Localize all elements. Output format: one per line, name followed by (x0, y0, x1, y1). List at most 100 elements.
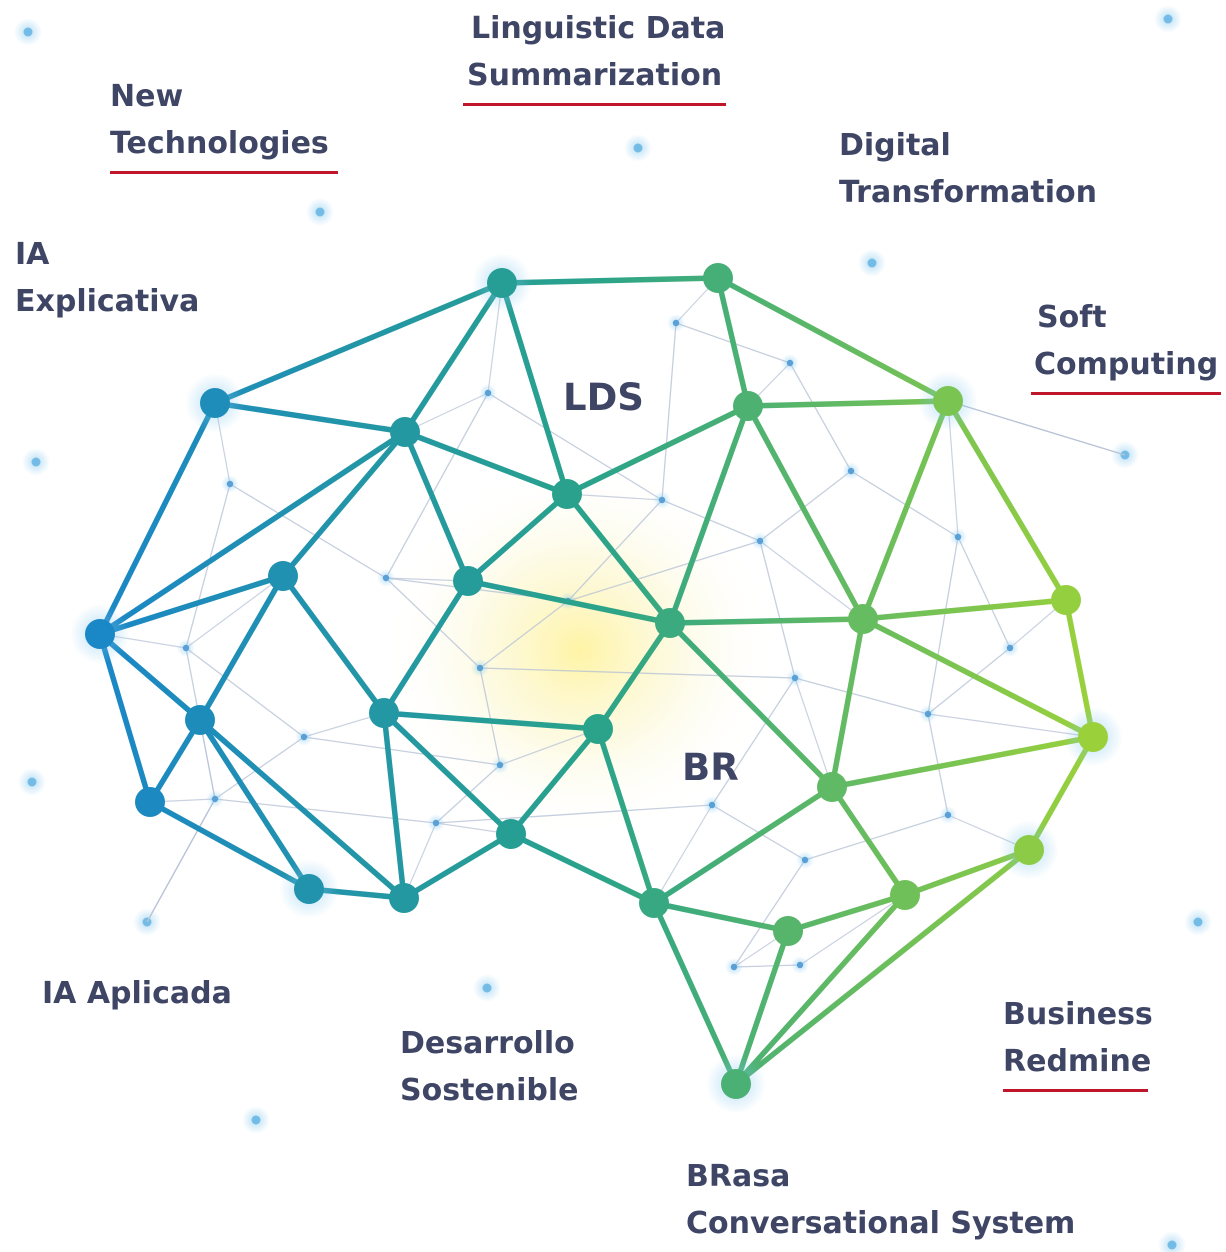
region-lds-label: LDS (563, 376, 644, 419)
faint-node (708, 801, 716, 809)
faint-connection (487, 392, 663, 501)
network-connection (564, 403, 751, 497)
network-node (389, 883, 419, 913)
faint-connection (759, 540, 864, 620)
network-node (496, 819, 526, 849)
faint-nodes (177, 314, 1019, 976)
network-connection (508, 726, 601, 837)
background-dot (1167, 1240, 1177, 1250)
network-connection (97, 400, 218, 637)
network-connection (212, 280, 505, 406)
faint-connection (661, 499, 761, 542)
faint-node (786, 359, 794, 367)
network-node (933, 386, 963, 416)
network-connection (715, 275, 751, 409)
network-connection (465, 491, 570, 584)
network-connection (595, 726, 657, 906)
topic-line: Soft (1037, 300, 1107, 335)
network-connection (945, 398, 1069, 603)
topic-soft-computing: Soft Computing (1031, 294, 1221, 395)
topic-line: New (110, 79, 184, 114)
topic-line: Redmine (1003, 1044, 1152, 1079)
topic-line: BRasa (686, 1159, 791, 1194)
network-node (703, 263, 733, 293)
faint-connection (794, 677, 833, 788)
network-connection (147, 717, 203, 805)
faint-connection (566, 493, 663, 501)
network-connection (280, 573, 387, 716)
background-dot (1193, 917, 1203, 927)
faint-connection (404, 392, 489, 433)
network-node (294, 874, 324, 904)
faint-connection (653, 804, 713, 904)
background-dot (482, 983, 492, 993)
faint-node (211, 795, 219, 803)
faint-connection (185, 483, 231, 649)
network-connection (97, 573, 286, 637)
faint-node (382, 574, 390, 582)
network-connection (860, 597, 1069, 622)
faint-connection (957, 536, 1011, 649)
network-node (890, 880, 920, 910)
network-connection (651, 784, 835, 906)
background-dot (31, 457, 41, 467)
network-connection (829, 734, 1096, 790)
network-node (85, 619, 115, 649)
network-node (200, 388, 230, 418)
faint-connection (303, 736, 501, 766)
faint-connection (185, 575, 284, 649)
network-node (185, 705, 215, 735)
faint-connection (759, 470, 852, 542)
faint-connection (385, 577, 481, 669)
faint-node (944, 811, 952, 819)
network-node (1051, 585, 1081, 615)
network-node (817, 772, 847, 802)
faint-connection (435, 804, 713, 824)
topic-brasa-conversational-system: BRasa Conversational System (686, 1153, 1075, 1247)
faint-node (300, 733, 308, 741)
network-node (639, 888, 669, 918)
network-node (773, 916, 803, 946)
faint-connection (804, 814, 949, 861)
network-node (268, 561, 298, 591)
network-connection (667, 620, 835, 790)
network-connection (667, 616, 866, 626)
topic-line: Technologies (110, 126, 329, 161)
topic-line: Explicativa (15, 284, 200, 319)
network-connection (651, 900, 739, 1087)
topic-line: IA Aplicada (42, 976, 232, 1011)
background-dot (633, 143, 643, 153)
topic-underline (110, 171, 338, 174)
faint-node (801, 856, 809, 864)
faint-node (1006, 644, 1014, 652)
faint-connection (214, 736, 305, 800)
topic-line: Digital (839, 128, 951, 163)
network-node (848, 604, 878, 634)
network-connection (785, 892, 908, 934)
network-connection (499, 275, 721, 286)
network-node (552, 479, 582, 509)
network-connection (667, 403, 751, 626)
faint-node (756, 537, 764, 545)
topic-business-redmine: Business Redmine (1003, 991, 1153, 1092)
network-connection (465, 578, 673, 626)
faint-connection (479, 600, 569, 669)
network-node (721, 1069, 751, 1099)
network-connection (733, 892, 908, 1087)
faint-connection (733, 964, 801, 968)
network-connection (381, 710, 601, 732)
background-dot (23, 27, 33, 37)
faint-connection (567, 540, 761, 602)
network-connection (715, 275, 951, 404)
network-connection (860, 616, 1096, 740)
network-node (733, 391, 763, 421)
faint-node (496, 761, 504, 769)
network-connection (745, 398, 951, 409)
topic-ia-aplicada: IA Aplicada (42, 970, 232, 1017)
faint-node (226, 480, 234, 488)
network-node (135, 787, 165, 817)
faint-node (730, 963, 738, 971)
faint-connection (789, 362, 852, 472)
